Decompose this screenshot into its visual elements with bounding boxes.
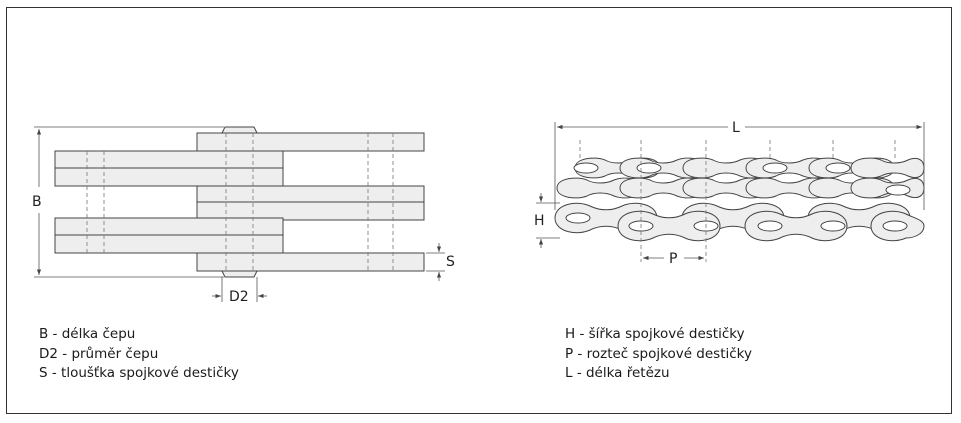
pin-head-bottom [221,270,258,278]
diagram-frame [6,7,952,414]
pin-holes [565,162,911,232]
inner-plate-mid-2 [196,201,425,221]
legend-item-l: L - délka řetězu [565,365,670,381]
legend-item-d2: D2 - průměr čepu [39,345,159,362]
outer-plate-top [196,132,425,152]
dimension-d2 [212,277,267,302]
legend-item-p: P - rozteč spojkové destičky [565,345,753,362]
dimension-s [426,243,445,281]
left-plate-2 [54,167,284,187]
label-b: B [32,194,42,210]
left-plate-3 [54,217,284,237]
chain-section-view [54,126,425,278]
left-plate-4 [54,234,284,254]
legend-right: H - šířka spojkové destičky P - rozteč s… [565,325,752,384]
label-p: P [669,251,677,267]
pin-head-top [221,126,258,134]
label-d2: D2 [229,289,249,305]
legend-item-b: B - délka čepu [39,326,136,342]
front-row-links [554,202,925,242]
legend-item-h: H - šířka spojkové destičky [565,326,745,342]
dimension-l [554,122,925,210]
chain-top-view [554,157,925,242]
middle-row-links [556,177,925,199]
legend-left: B - délka čepu D2 - průměr čepu S - tlou… [39,325,239,384]
label-l: L [732,120,740,136]
left-plate-1 [54,150,284,170]
inner-plate-mid-1 [196,185,425,205]
label-h: H [534,213,545,229]
back-row-links [574,157,925,179]
hidden-lines [86,133,394,271]
legend-item-s: S - tloušťka spojkové destičky [39,365,239,381]
outer-plate-bottom [196,252,425,272]
dimension-h [536,193,560,248]
label-s: S [446,254,455,270]
pitch-center-lines [579,140,896,262]
dimension-b [34,126,224,278]
